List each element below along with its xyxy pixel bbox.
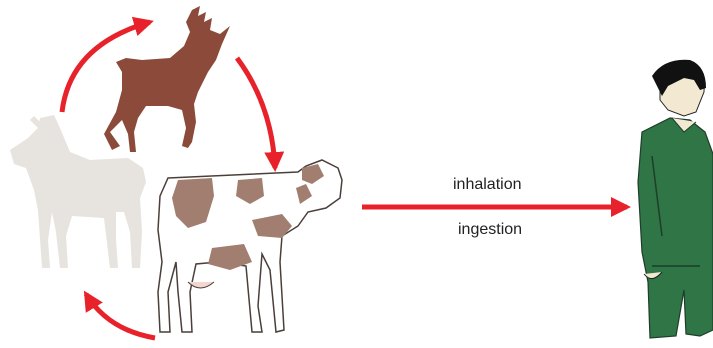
- deer-icon: [104, 6, 230, 152]
- cow-icon: [158, 160, 342, 332]
- route-label-ingestion: ingestion: [458, 221, 522, 239]
- person-icon: [638, 60, 713, 338]
- cycle-arrow-cow-to-goat: [86, 294, 155, 338]
- cycle-arrow-deer-to-cow: [237, 58, 275, 168]
- route-label-inhalation: inhalation: [453, 176, 522, 194]
- goat-icon: [10, 115, 146, 268]
